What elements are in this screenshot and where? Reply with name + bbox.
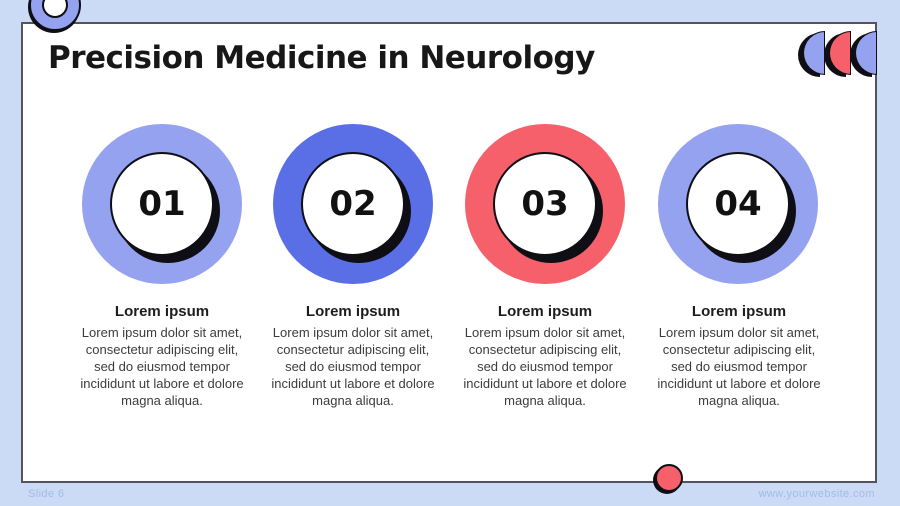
- step-text-block-4: Lorem ipsum Lorem ipsum dolor sit amet, …: [639, 303, 839, 409]
- step-body-2: Lorem ipsum dolor sit amet, consectetur …: [271, 325, 435, 408]
- step-number-1: 01: [138, 184, 186, 224]
- step-body-1: Lorem ipsum dolor sit amet, consectetur …: [80, 325, 244, 408]
- website-url: www.yourwebsite.com: [758, 488, 875, 500]
- step-number-disc-3: 03: [493, 152, 597, 256]
- step-heading-3: Lorem ipsum: [497, 303, 593, 320]
- step-heading-4: Lorem ipsum: [691, 303, 787, 320]
- dot-decoration: [655, 464, 683, 492]
- step-ring-1: 01: [82, 124, 242, 284]
- step-number-2: 02: [329, 184, 377, 224]
- slide-title: Precision Medicine in Neurology: [48, 40, 595, 76]
- step-ring-3: 03: [465, 124, 625, 284]
- step-body-3: Lorem ipsum dolor sit amet, consectetur …: [463, 325, 627, 408]
- step-ring-4: 04: [658, 124, 818, 284]
- step-text-block-1: Lorem ipsum Lorem ipsum dolor sit amet, …: [62, 303, 262, 409]
- step-ring-2: 02: [273, 124, 433, 284]
- step-text-block-3: Lorem ipsum Lorem ipsum dolor sit amet, …: [445, 303, 645, 409]
- step-number-disc-4: 04: [686, 152, 790, 256]
- step-number-disc-1: 01: [110, 152, 214, 256]
- step-heading-2: Lorem ipsum: [305, 303, 401, 320]
- step-heading-1: Lorem ipsum: [114, 303, 210, 320]
- step-number-4: 04: [714, 184, 762, 224]
- step-body-4: Lorem ipsum dolor sit amet, consectetur …: [657, 325, 821, 408]
- step-number-disc-2: 02: [301, 152, 405, 256]
- step-number-3: 03: [521, 184, 569, 224]
- ring-hole: [42, 0, 68, 18]
- step-text-block-2: Lorem ipsum Lorem ipsum dolor sit amet, …: [253, 303, 453, 409]
- slide-number: Slide 6: [28, 488, 65, 500]
